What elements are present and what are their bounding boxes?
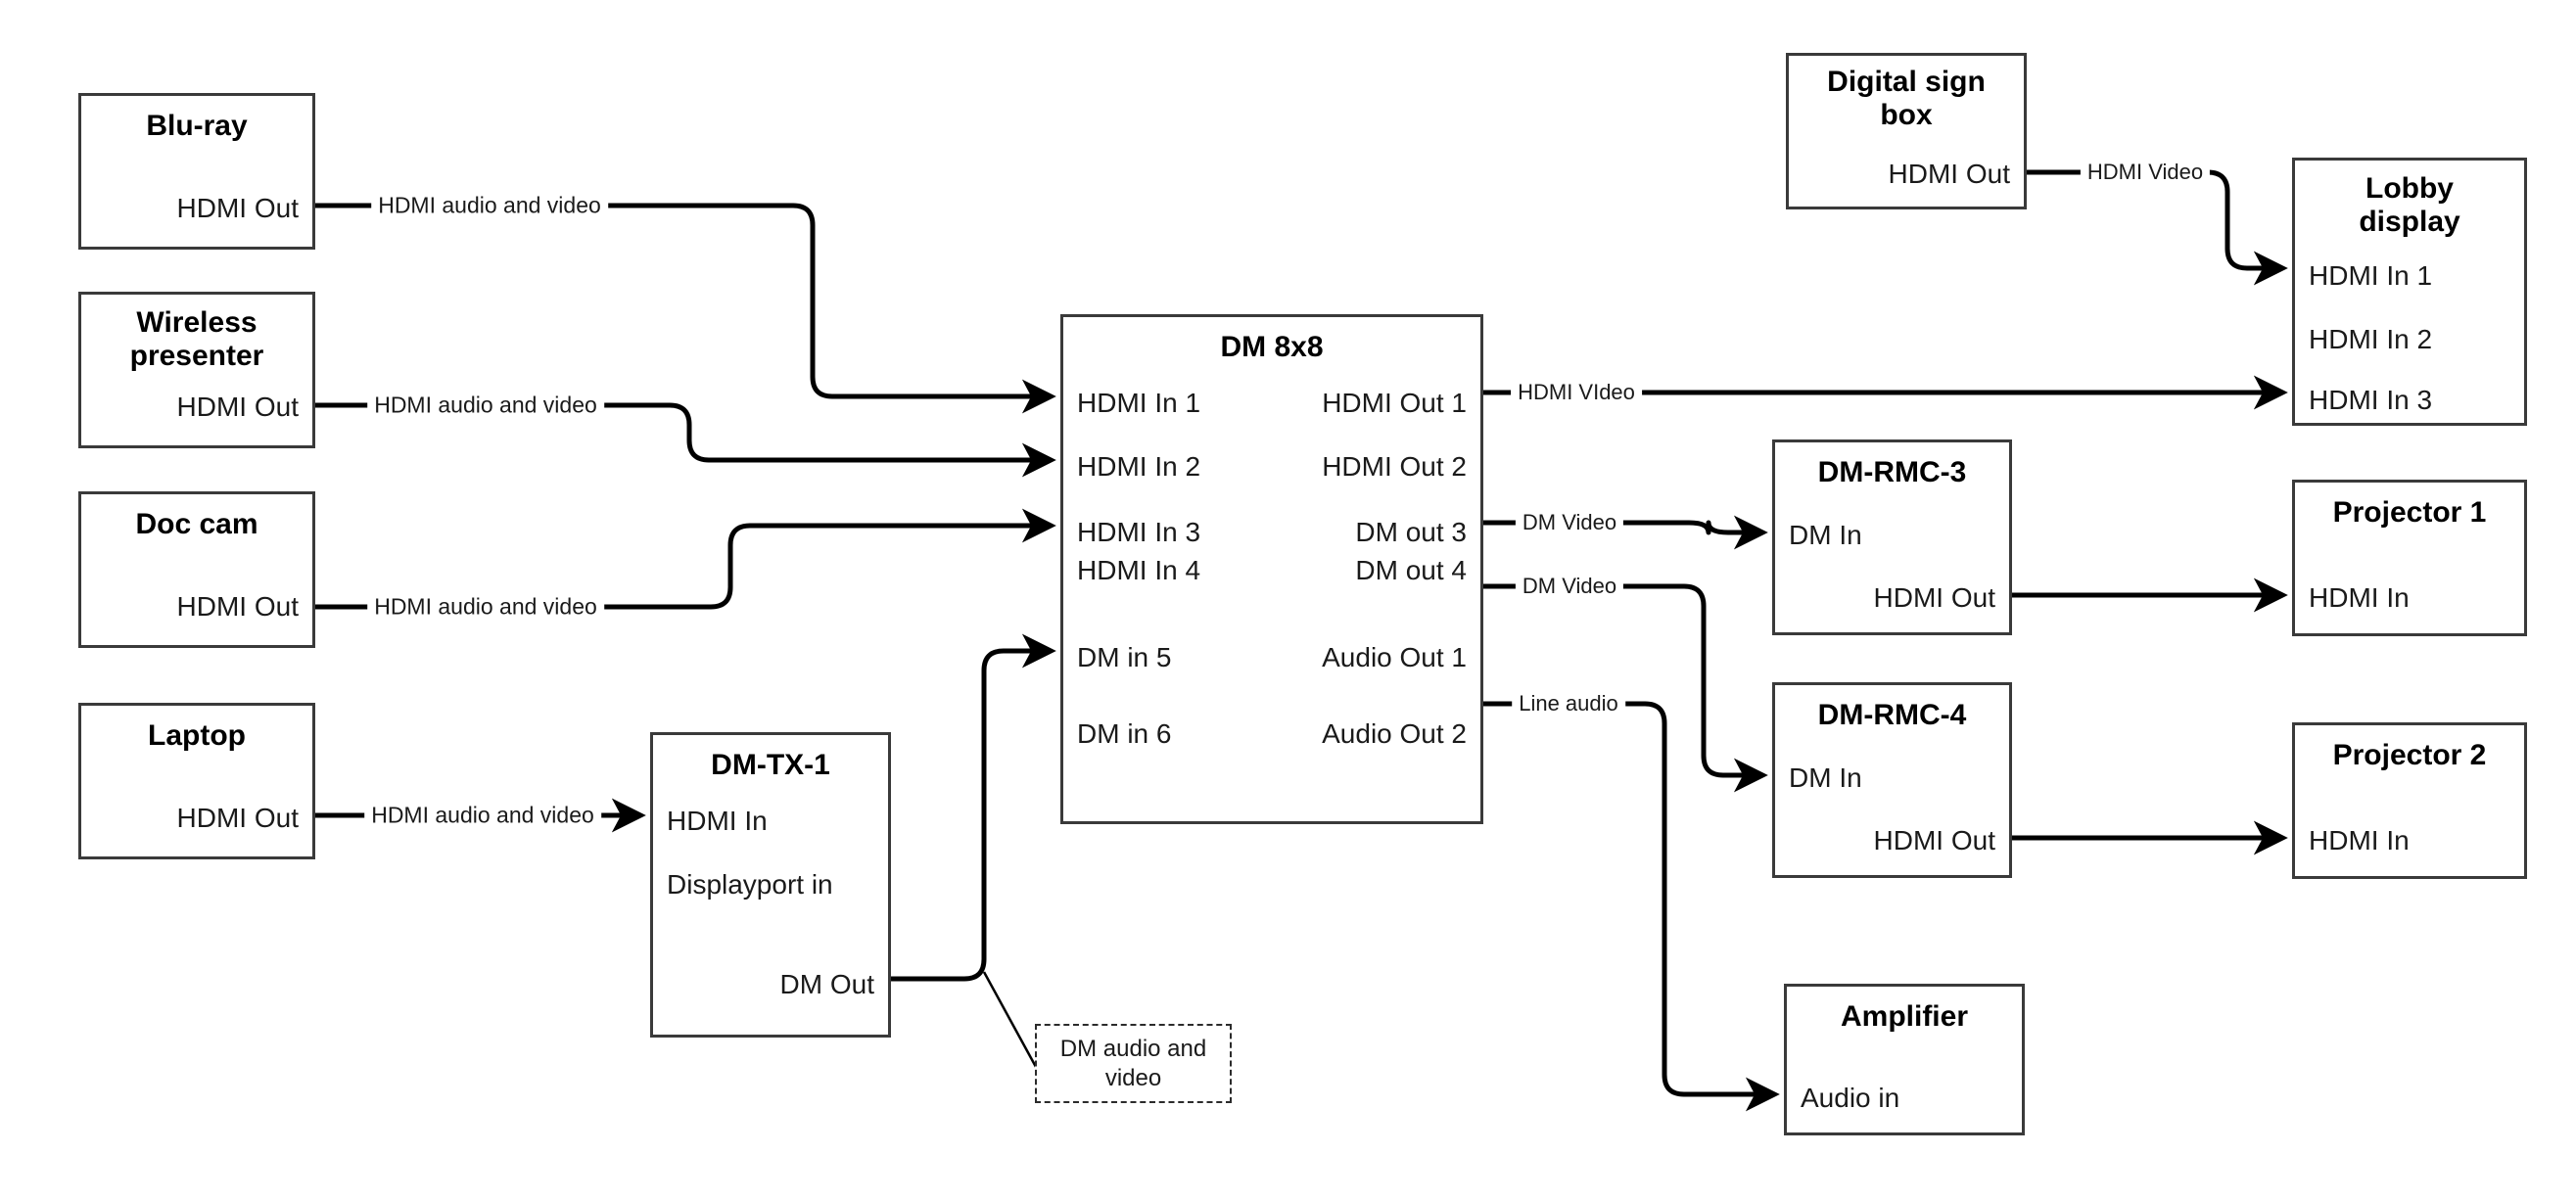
node-wireless-presenter[interactable]: Wireless presenter HDMI Out: [78, 292, 315, 448]
node-projector-1[interactable]: Projector 1 HDMI In: [2292, 480, 2527, 636]
port-hdmi-out[interactable]: HDMI Out: [1873, 825, 1995, 855]
callout-text: DM audio and video: [1059, 1035, 1207, 1091]
node-title: Digital sign box: [1827, 66, 1986, 132]
port-dm-in-5[interactable]: DM in 5: [1077, 642, 1172, 672]
node-title: Doc cam: [135, 508, 258, 540]
wire-label-hdmi-out-1: HDMI VIdeo: [1511, 380, 1642, 405]
node-digital-sign-box[interactable]: Digital sign box HDMI Out: [1786, 53, 2027, 209]
port-hdmi-in-3[interactable]: HDMI In 3: [1077, 517, 1201, 547]
node-title: Projector 1: [2332, 496, 2487, 529]
port-hdmi-in[interactable]: HDMI In: [2309, 825, 2410, 855]
node-title: DM-RMC-4: [1817, 699, 1967, 731]
port-hdmi-out[interactable]: HDMI Out: [176, 803, 299, 833]
wire-blu-ray-to-hdmi-in-1: [315, 203, 1056, 414]
port-hdmi-out[interactable]: HDMI Out: [176, 591, 299, 622]
node-title: Projector 2: [2332, 739, 2487, 771]
port-hdmi-in-2[interactable]: HDMI In 2: [1077, 451, 1201, 482]
port-hdmi-out[interactable]: HDMI Out: [1888, 159, 2010, 189]
node-title: DM 8x8: [1220, 331, 1324, 363]
port-hdmi-out[interactable]: HDMI Out: [176, 392, 299, 422]
callout-leader-line: [982, 971, 1038, 1068]
node-title: Lobby display: [2359, 172, 2460, 239]
wire-dm-out-3-to-dm-rmc-3: [1483, 515, 1768, 550]
node-title: Blu-ray: [146, 110, 248, 142]
wire-label-blu-ray: HDMI audio and video: [371, 192, 608, 219]
port-dm-out-3[interactable]: DM out 3: [1355, 517, 1467, 547]
wire-wireless-presenter-to-hdmi-in-2: [315, 402, 1056, 478]
port-displayport-in[interactable]: Displayport in: [667, 869, 833, 900]
wire-label-dm-out-3: DM Video: [1515, 510, 1624, 535]
node-dm-tx-1[interactable]: DM-TX-1 HDMI In Displayport in DM Out: [650, 732, 891, 1038]
port-hdmi-in-2[interactable]: HDMI In 2: [2309, 324, 2433, 354]
wire-digital-sign-to-lobby-hdmi-in-1: [2027, 169, 2288, 286]
node-title: DM-TX-1: [711, 749, 830, 781]
port-hdmi-out-2[interactable]: HDMI Out 2: [1322, 451, 1467, 482]
wire-audio-out-1-to-amplifier: [1483, 701, 1780, 1112]
port-hdmi-out-1[interactable]: HDMI Out 1: [1322, 388, 1467, 418]
node-laptop[interactable]: Laptop HDMI Out: [78, 703, 315, 859]
node-title: DM-RMC-3: [1817, 456, 1967, 488]
wire-label-digital-sign: HDMI Video: [2080, 160, 2211, 185]
node-title: Laptop: [148, 719, 246, 752]
wire-dm-tx-1-to-dm-in-5: [891, 633, 1056, 982]
port-hdmi-in[interactable]: HDMI In: [667, 806, 768, 836]
port-hdmi-in-3[interactable]: HDMI In 3: [2309, 385, 2433, 415]
wire-label-laptop: HDMI audio and video: [364, 802, 601, 829]
node-amplifier[interactable]: Amplifier Audio in: [1784, 984, 2025, 1135]
port-hdmi-out[interactable]: HDMI Out: [1873, 582, 1995, 613]
port-audio-out-2[interactable]: Audio Out 2: [1322, 718, 1467, 749]
node-dm-rmc-3[interactable]: DM-RMC-3 DM In HDMI Out: [1772, 439, 2012, 635]
port-hdmi-in-1[interactable]: HDMI In 1: [1077, 388, 1201, 418]
node-title: Wireless presenter: [129, 306, 264, 373]
port-audio-out-1[interactable]: Audio Out 1: [1322, 642, 1467, 672]
port-hdmi-in-4[interactable]: HDMI In 4: [1077, 555, 1201, 585]
wire-label-audio-out-1: Line audio: [1512, 691, 1625, 716]
port-hdmi-out[interactable]: HDMI Out: [176, 193, 299, 223]
node-dm-8x8[interactable]: DM 8x8 HDMI In 1 HDMI In 2 HDMI In 3 HDM…: [1060, 314, 1483, 824]
port-hdmi-in-1[interactable]: HDMI In 1: [2309, 260, 2433, 291]
node-blu-ray[interactable]: Blu-ray HDMI Out: [78, 93, 315, 250]
wire-label-wireless-presenter: HDMI audio and video: [367, 392, 604, 419]
node-title: Amplifier: [1840, 1000, 1969, 1033]
wire-label-doc-cam: HDMI audio and video: [367, 593, 604, 621]
wire-label-dm-out-4: DM Video: [1515, 574, 1624, 599]
port-dm-in-6[interactable]: DM in 6: [1077, 718, 1172, 749]
node-lobby-display[interactable]: Lobby display HDMI In 1 HDMI In 2 HDMI I…: [2292, 158, 2527, 426]
node-doc-cam[interactable]: Doc cam HDMI Out: [78, 491, 315, 648]
port-audio-in[interactable]: Audio in: [1801, 1083, 1900, 1113]
port-dm-in[interactable]: DM In: [1789, 520, 1862, 550]
port-hdmi-in[interactable]: HDMI In: [2309, 582, 2410, 613]
callout-dm-audio-and-video: DM audio and video: [1035, 1024, 1232, 1103]
node-projector-2[interactable]: Projector 2 HDMI In: [2292, 722, 2527, 879]
wire-dm-out-4-to-dm-rmc-4: [1483, 583, 1768, 793]
port-dm-out[interactable]: DM Out: [779, 969, 874, 999]
wire-doc-cam-to-hdmi-in-3: [315, 508, 1056, 610]
port-dm-out-4[interactable]: DM out 4: [1355, 555, 1467, 585]
node-dm-rmc-4[interactable]: DM-RMC-4 DM In HDMI Out: [1772, 682, 2012, 878]
port-dm-in[interactable]: DM In: [1789, 762, 1862, 793]
